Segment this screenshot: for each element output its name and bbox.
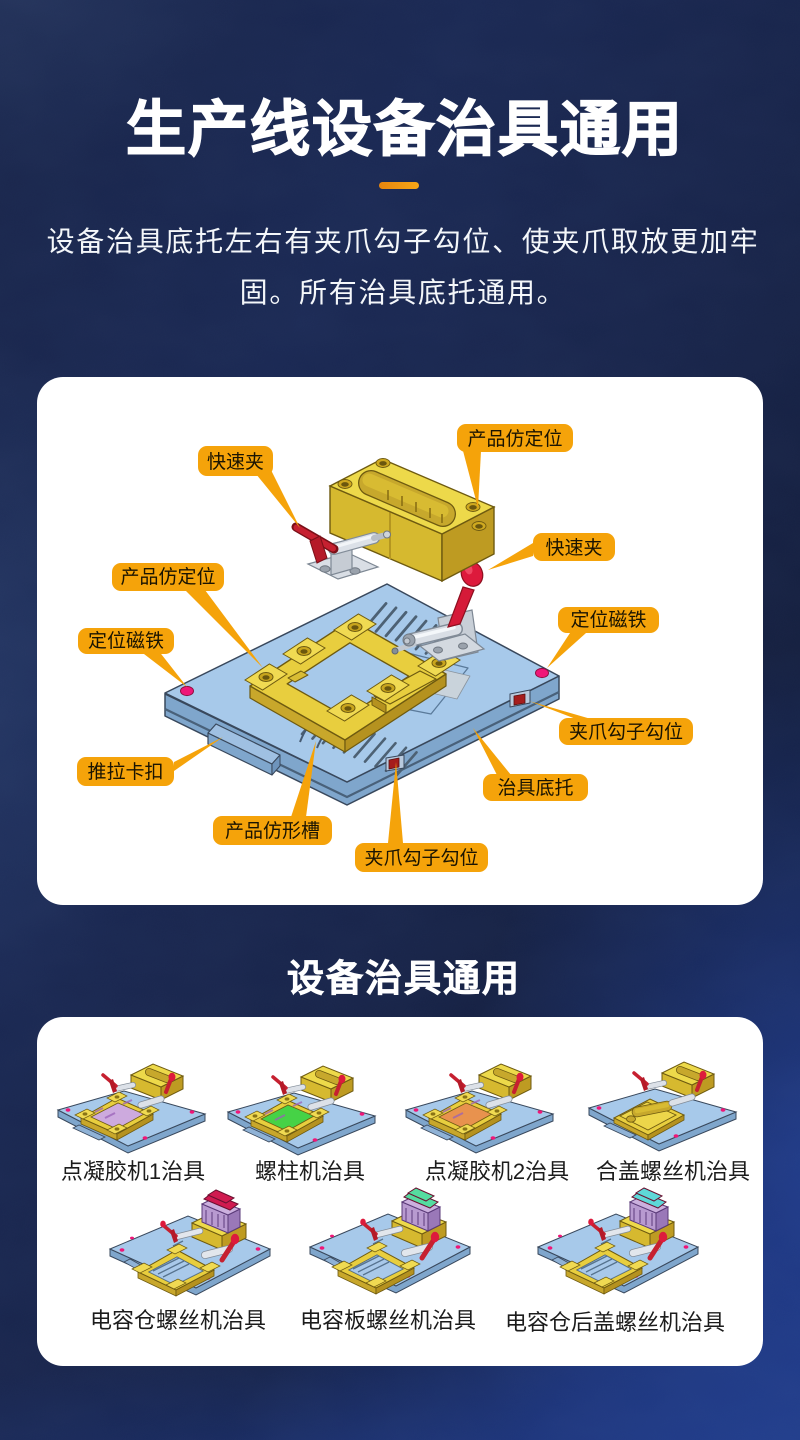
svg-text:产品仿形槽: 产品仿形槽 (225, 820, 320, 842)
svg-text:定位磁铁: 定位磁铁 (570, 609, 646, 631)
svg-text:夹爪勾子勾位: 夹爪勾子勾位 (569, 721, 683, 743)
svg-text:夹爪勾子勾位: 夹爪勾子勾位 (364, 847, 478, 869)
svg-text:快速夹: 快速夹 (545, 537, 602, 559)
svg-text:快速夹: 快速夹 (207, 451, 264, 473)
svg-text:治具底托: 治具底托 (497, 777, 573, 799)
svg-text:推拉卡扣: 推拉卡扣 (87, 761, 163, 783)
svg-text:产品仿定位: 产品仿定位 (120, 566, 215, 588)
svg-text:产品仿定位: 产品仿定位 (467, 428, 562, 450)
svg-text:定位磁铁: 定位磁铁 (88, 630, 164, 652)
